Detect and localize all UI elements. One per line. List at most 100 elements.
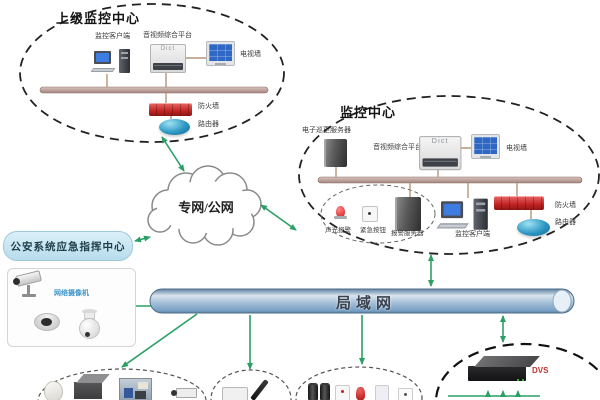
bus-bars	[39, 86, 583, 184]
mc-tv-wall-label: 电视墙	[506, 145, 527, 152]
dvs-label: DVS	[532, 366, 549, 375]
vents	[153, 63, 183, 70]
lan-label: 局域网	[335, 296, 396, 312]
dict-text: Dict	[431, 138, 449, 146]
top-face	[474, 356, 540, 367]
lan-pipe	[149, 288, 575, 314]
mc-av-platform-server-icon: Dict	[419, 136, 462, 171]
motion-sensor-icon	[375, 385, 389, 400]
mc-av-platform-label: 音视频综合平台	[373, 144, 422, 151]
panel-sensor-icon	[398, 388, 413, 400]
monitor	[94, 51, 111, 64]
led	[341, 390, 344, 393]
cloud-label: 专网/公网	[178, 200, 234, 215]
mc-router-label: 路由器	[555, 219, 576, 226]
lens	[41, 318, 52, 326]
base	[334, 216, 347, 219]
detail	[121, 52, 128, 54]
patrol-server-icon	[324, 139, 347, 167]
lens	[13, 278, 20, 285]
detail	[138, 382, 148, 389]
screen	[209, 44, 232, 61]
screen	[474, 137, 497, 154]
alarm-sensor-icon	[335, 385, 350, 400]
command-center-label: 公安系统应急指挥中心	[10, 241, 126, 253]
patrol-server-label: 电子巡更服务器	[302, 127, 351, 134]
detail	[476, 209, 486, 212]
camera-group-label: 网络摄像机	[54, 290, 89, 297]
superior-av-platform-server-icon: Dict	[150, 44, 186, 73]
monitor	[441, 201, 464, 219]
lens	[171, 390, 177, 396]
equipment-photo-icon	[119, 378, 152, 400]
dome-camera-icon	[34, 313, 60, 331]
region-borders	[19, 3, 600, 400]
box-camera-icon	[12, 270, 48, 298]
detail	[124, 388, 133, 398]
emergency-button-icon	[362, 206, 378, 222]
detail	[476, 202, 486, 206]
front-face	[468, 366, 526, 381]
mc-firewall-label: 防火墙	[555, 202, 576, 209]
mc-firewall-icon	[494, 196, 544, 210]
dark-box-device-icon	[74, 374, 110, 400]
mc-router-icon	[517, 219, 550, 236]
monitor-center-title: 监控中心	[340, 105, 397, 120]
superior-av-platform-label: 音视频综合平台	[143, 32, 192, 39]
cap	[81, 309, 97, 314]
detail	[154, 65, 182, 66]
command-center-box: 公安系统应急指挥中心	[3, 231, 133, 261]
device-connectors	[106, 57, 532, 219]
small-camera-icon	[171, 385, 198, 400]
superior-router-label: 路由器	[198, 121, 219, 128]
superior-tv-wall-label: 电视墙	[240, 51, 261, 58]
body	[176, 388, 197, 398]
mini-beacon-icon	[356, 387, 365, 400]
base	[480, 156, 491, 158]
dot	[368, 212, 371, 215]
keyboard	[436, 223, 469, 229]
superior-tv-wall-icon	[206, 41, 235, 66]
speed-dome-camera-icon	[76, 309, 102, 343]
mc-tv-wall-icon	[471, 134, 500, 159]
alarm-server-label: 报警服务器	[391, 230, 424, 237]
alarm-server-icon	[395, 197, 421, 231]
infrared-detector-icon	[320, 383, 330, 400]
green-links	[28, 136, 540, 397]
mc-client-label: 监控客户端	[455, 231, 490, 238]
sound-light-alarm-label: 声光报警	[325, 227, 351, 234]
detail	[423, 160, 457, 162]
bulb	[336, 206, 345, 217]
bracket	[27, 285, 30, 294]
lens	[85, 332, 90, 337]
mc-client-computer-icon	[436, 196, 488, 231]
base	[215, 63, 226, 65]
detail	[135, 391, 146, 399]
foot	[22, 294, 36, 297]
dict-text: Dict	[160, 46, 176, 52]
sensor-egg-icon	[44, 381, 63, 400]
tower	[473, 198, 488, 230]
sound-light-alarm-icon	[334, 206, 347, 219]
superior-client-label: 监控客户端	[95, 33, 130, 40]
superior-firewall-icon	[149, 103, 192, 116]
cloud-shape	[147, 165, 262, 246]
superior-firewall-label: 防火墙	[198, 103, 219, 110]
keyboard	[90, 68, 116, 72]
detail	[121, 57, 128, 59]
front-face	[74, 382, 102, 399]
top-face	[76, 374, 110, 383]
emergency-button-label: 紧急按钮	[360, 227, 386, 234]
led	[404, 393, 407, 396]
led-lights	[522, 379, 524, 381]
ball	[78, 318, 100, 339]
superior-router-icon	[159, 119, 190, 135]
infrared-detector-icon	[308, 383, 318, 400]
tower	[119, 49, 130, 73]
superior-center-title: 上级监控中心	[56, 11, 141, 26]
vents	[422, 158, 458, 167]
reader-device-icon	[222, 387, 248, 400]
dvs-box-icon	[468, 356, 540, 390]
